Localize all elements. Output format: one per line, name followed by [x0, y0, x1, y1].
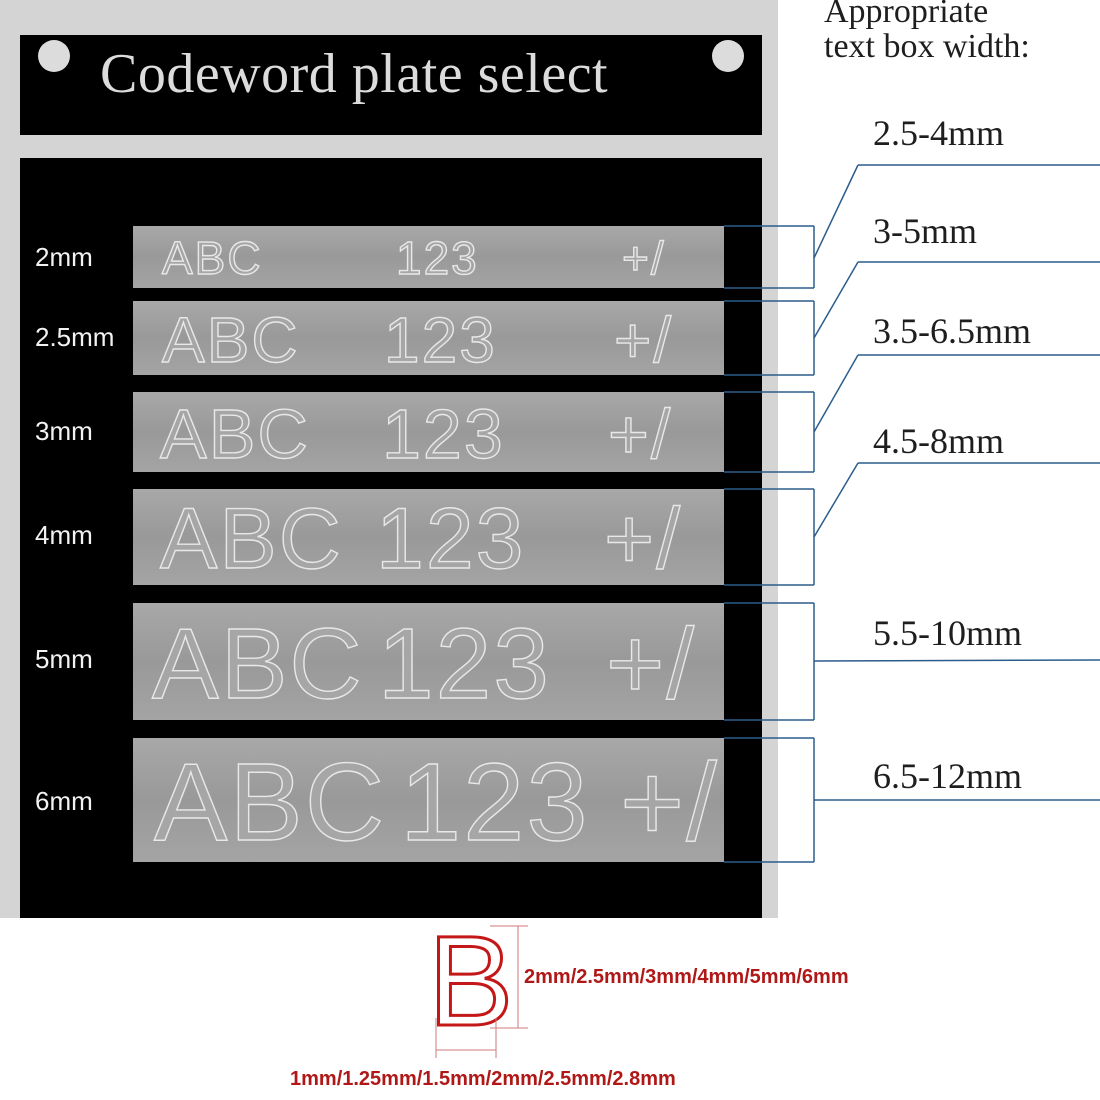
plate-separator [20, 135, 646, 159]
sample-strip-5 [133, 603, 724, 720]
leader-horizontal-5 [813, 659, 1100, 662]
embossed-text-1-3: +/ [621, 232, 666, 285]
side-heading-line1: Appropriate [824, 0, 989, 30]
size-label-4: 4mm [35, 520, 93, 550]
embossed-text-3-3: +/ [607, 394, 673, 473]
embossed-text-6-2: 123 [399, 740, 590, 864]
range-label-1: 2.5-4mm [873, 113, 1004, 153]
size-label-6: 6mm [35, 786, 93, 816]
size-label-5: 5mm [35, 644, 93, 674]
range-label-4: 4.5-8mm [873, 421, 1004, 461]
embossed-text-5-1: ABC [151, 608, 364, 720]
embossed-text-3-2: 123 [381, 394, 505, 473]
embossed-text-5-2: 123 [377, 608, 551, 720]
embossed-text-2-1: ABC [161, 303, 300, 376]
plate-title: Codeword plate select [100, 43, 609, 105]
range-label-5: 5.5-10mm [873, 613, 1022, 653]
embossed-text-4-2: 123 [375, 491, 526, 588]
embossed-text-5-3: +/ [605, 608, 697, 720]
sample-strip-2 [133, 301, 724, 375]
stroke-width-label: 1mm/1.25mm/1.5mm/2mm/2.5mm/2.8mm [290, 1068, 676, 1090]
side-heading-line2: text box width: [824, 28, 1030, 65]
embossed-text-1-2: 123 [395, 232, 479, 285]
range-label-3: 3.5-6.5mm [873, 311, 1031, 351]
leader-diagonal-2 [813, 261, 859, 339]
size-label-1: 2mm [35, 242, 93, 272]
embossed-text-6-1: ABC [153, 740, 387, 864]
side-heading: Appropriate text box width: [824, 0, 1030, 64]
sample-strip-3 [133, 392, 724, 472]
embossed-text-4-3: +/ [603, 491, 683, 588]
embossed-text-3-1: ABC [159, 394, 310, 473]
embossed-text-2-2: 123 [383, 303, 497, 376]
mounting-hole-right [712, 40, 744, 72]
embossed-text-6-3: +/ [619, 740, 719, 864]
sample-strip-4 [133, 489, 724, 585]
embossed-text-4-1: ABC [159, 491, 343, 588]
embossed-text-1-1: ABC [161, 232, 263, 285]
sample-strip-6 [133, 738, 724, 862]
size-label-2: 2.5mm [35, 322, 115, 352]
size-label-3: 3mm [35, 416, 93, 446]
embossed-text-2-3: +/ [613, 303, 674, 376]
range-label-2: 3-5mm [873, 211, 977, 251]
range-label-6: 6.5-12mm [873, 756, 1022, 796]
sample-strip-1 [133, 226, 724, 288]
plate-title-bar [20, 35, 762, 135]
leader-diagonal-1 [813, 164, 859, 259]
letter-height-label: 2mm/2.5mm/3mm/4mm/5mm/6mm [524, 966, 849, 988]
leader-diagonal-4 [813, 462, 859, 538]
mounting-hole-left [38, 40, 70, 72]
leader-diagonal-3 [813, 354, 859, 433]
